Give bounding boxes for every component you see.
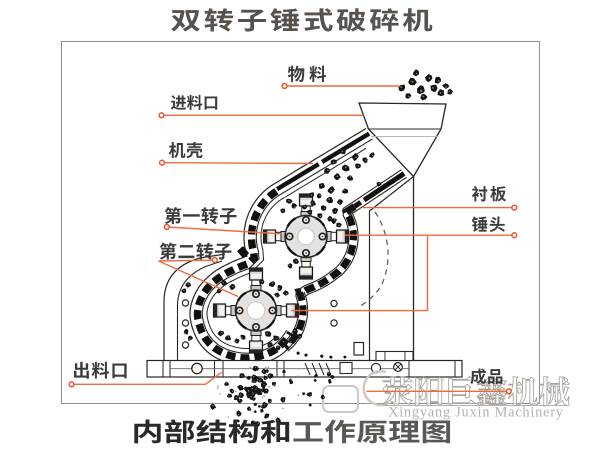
svg-text:Xingyang Juxin Machinery: Xingyang Juxin Machinery bbox=[388, 405, 564, 421]
